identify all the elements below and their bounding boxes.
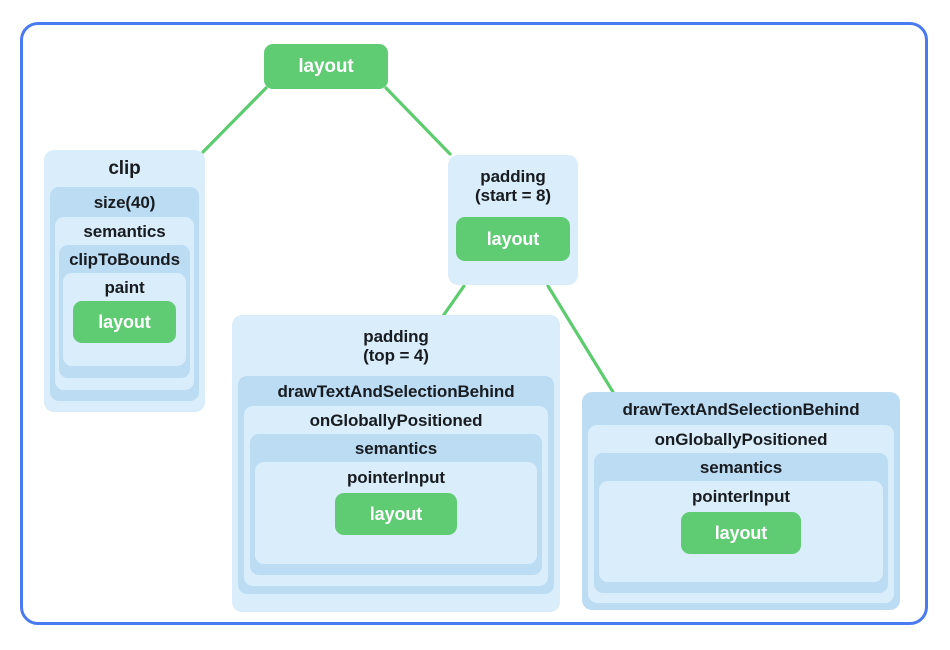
node-label: onGloballyPositioned bbox=[654, 430, 828, 450]
node-label: layout bbox=[486, 228, 540, 249]
node-label: drawTextAndSelectionBehind bbox=[277, 382, 515, 402]
node-label: size(40) bbox=[93, 193, 156, 213]
node-label: layout bbox=[298, 55, 354, 77]
node-on-globally-positioned[interactable]: onGloballyPositioned semantics pointerIn… bbox=[588, 425, 894, 604]
node-label: semantics bbox=[354, 439, 438, 459]
node-label: padding (start = 8) bbox=[475, 167, 551, 206]
node-pointer-input[interactable]: pointerInput layout bbox=[255, 462, 537, 565]
node-label: drawTextAndSelectionBehind bbox=[622, 400, 860, 419]
node-label: padding (top = 4) bbox=[363, 327, 429, 366]
node-label: layout bbox=[98, 312, 151, 333]
node-root-layout[interactable]: layout bbox=[264, 44, 388, 89]
node-label: pointerInput bbox=[347, 468, 445, 488]
node-layout[interactable]: layout bbox=[681, 512, 801, 555]
node-paint[interactable]: paint layout bbox=[63, 273, 186, 367]
node-label: layout bbox=[714, 523, 768, 544]
node-layout[interactable]: layout bbox=[456, 217, 570, 262]
node-draw-text-and-selection-behind[interactable]: drawTextAndSelectionBehind onGloballyPos… bbox=[582, 392, 900, 610]
node-on-globally-positioned[interactable]: onGloballyPositioned semantics pointerIn… bbox=[244, 406, 548, 587]
node-semantics[interactable]: semantics pointerInput layout bbox=[250, 434, 542, 576]
node-padding-top[interactable]: padding (top = 4) drawTextAndSelectionBe… bbox=[232, 315, 560, 612]
node-label: semantics bbox=[83, 222, 166, 242]
node-label: layout bbox=[369, 504, 423, 525]
node-padding-start[interactable]: padding (start = 8) layout bbox=[448, 155, 578, 285]
node-label: onGloballyPositioned bbox=[309, 411, 483, 431]
node-pointer-input[interactable]: pointerInput layout bbox=[599, 481, 883, 583]
node-label: semantics bbox=[699, 458, 783, 478]
node-semantics[interactable]: semantics pointerInput layout bbox=[594, 453, 888, 594]
node-label: paint bbox=[104, 278, 145, 298]
node-semantics[interactable]: semantics clipToBounds paint layout bbox=[55, 217, 194, 391]
node-label: clipToBounds bbox=[69, 250, 180, 270]
node-layout[interactable]: layout bbox=[73, 301, 176, 344]
node-label: clip bbox=[108, 158, 141, 179]
node-clip-to-bounds[interactable]: clipToBounds paint layout bbox=[59, 245, 190, 379]
node-layout[interactable]: layout bbox=[335, 493, 457, 536]
node-draw-text-and-selection-behind[interactable]: drawTextAndSelectionBehind onGloballyPos… bbox=[238, 376, 554, 595]
node-size-40[interactable]: size(40) semantics clipToBounds paint la… bbox=[50, 187, 199, 402]
node-clip[interactable]: clip size(40) semantics clipToBounds pai… bbox=[44, 150, 205, 412]
node-label: pointerInput bbox=[692, 487, 790, 507]
